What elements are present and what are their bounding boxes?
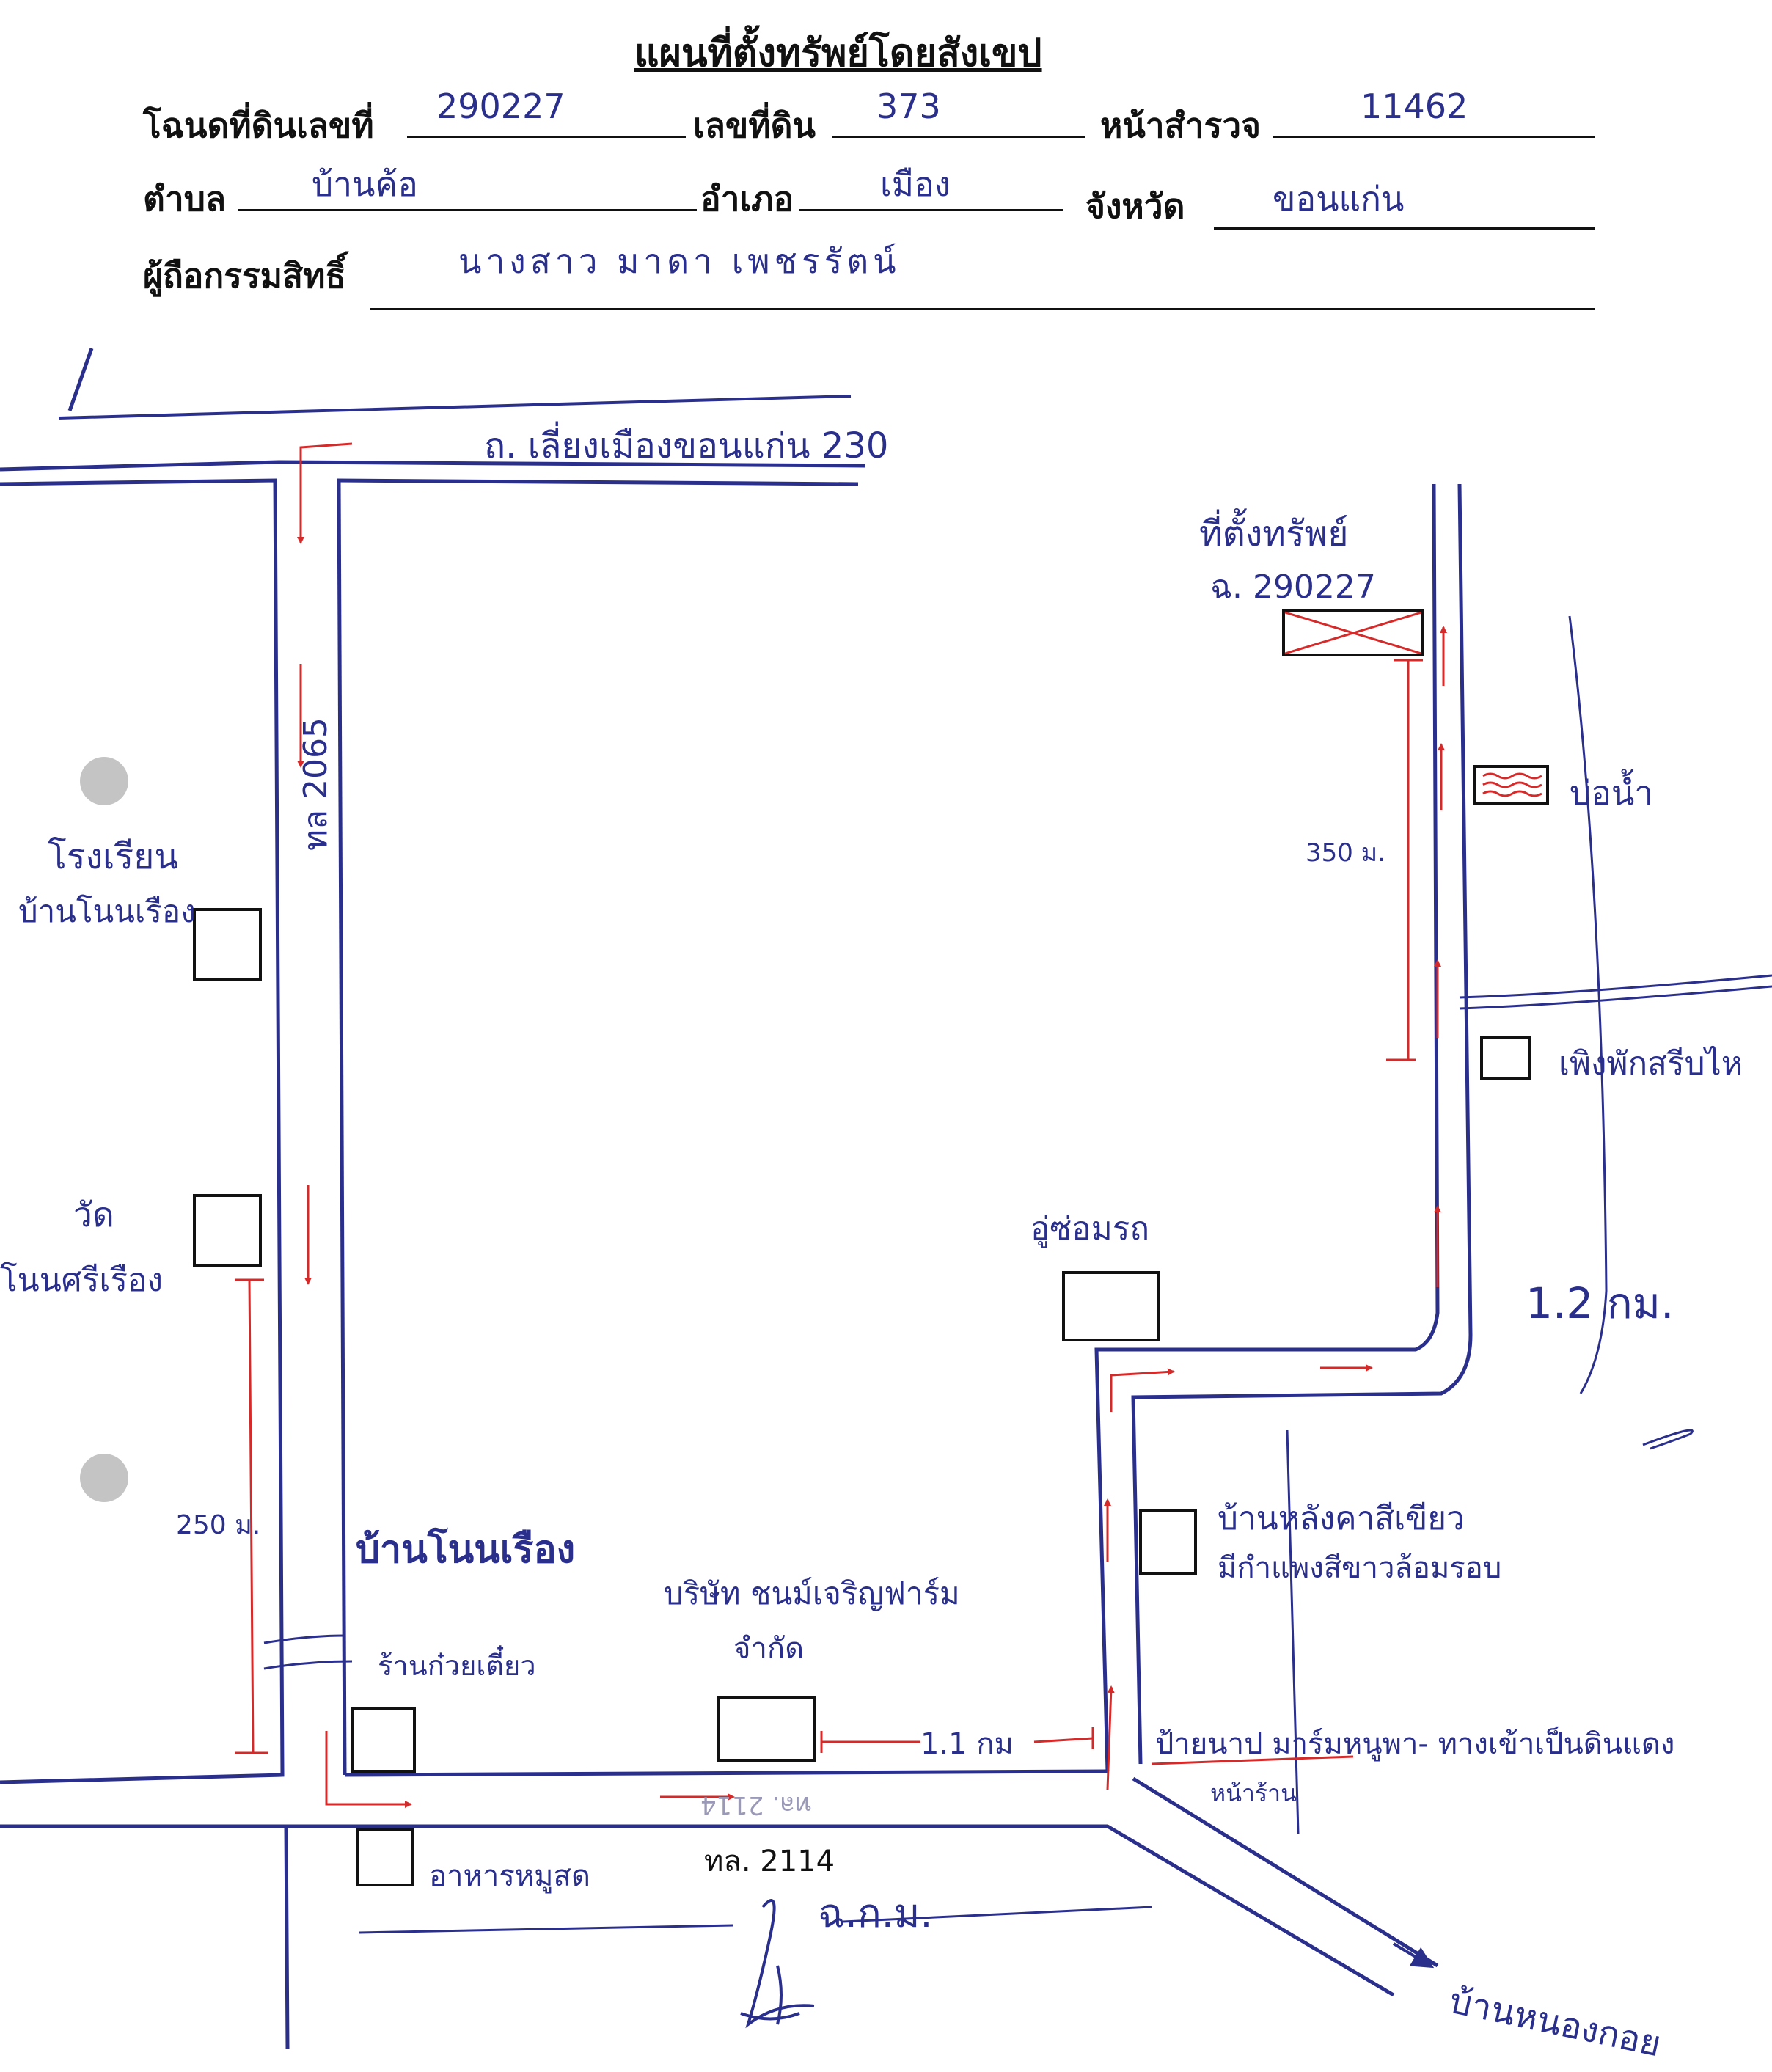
sign-label: ป้ายนาป มาร์มหนูพา- ทางเข้าเป็นดินแดง <box>1155 1727 1675 1761</box>
distance-350-label: 350 ม. <box>1306 838 1385 868</box>
page-title: แผนที่ตั้งทรัพย์โดยสังเขป <box>634 31 1042 76</box>
house-label-line1: บ้านหลังคาสีเขียว <box>1218 1500 1465 1537</box>
shed-building <box>1480 1036 1531 1080</box>
company-building <box>717 1696 816 1762</box>
pond-label: บ่อน้ำ <box>1570 773 1654 813</box>
owner-value: นางสาว มาดา เพชรรัตน์ <box>458 241 901 281</box>
school-label-line1: โรงเรียน <box>48 836 179 877</box>
province-rule <box>1214 227 1595 230</box>
direction-arrow <box>1392 1942 1435 1969</box>
province-label: จังหวัด <box>1085 186 1185 226</box>
noodle-shop-label: ร้านก๋วยเตี๋ยว <box>378 1650 536 1682</box>
company-label-line2: จำกัด <box>733 1632 805 1666</box>
distance-1-2-label: 1.2 กม. <box>1526 1278 1674 1328</box>
amphoe-rule <box>799 209 1063 211</box>
company-label-line1: บริษัท ชนม์เจริญฟาร์ม <box>664 1575 960 1611</box>
sketch-lines <box>263 615 1772 1934</box>
property-deed-label: ฉ. 290227 <box>1210 568 1376 606</box>
scribble-bottom-label: ฉ.ก.ม. <box>818 1890 933 1936</box>
temple-label-line1: วัด <box>73 1195 114 1234</box>
food-shop-building <box>356 1828 414 1886</box>
survey-label: หน้าสำรวจ <box>1100 106 1261 145</box>
owner-rule <box>370 308 1595 310</box>
buildings <box>193 765 1549 1886</box>
road-top-label: ถ. เลี่ยงเมืองขอนแก่น 230 <box>484 425 889 466</box>
house-building <box>1139 1509 1197 1575</box>
binder-holes <box>80 757 128 1502</box>
food-shop-label: อาหารหมูสด <box>429 1859 590 1893</box>
land-no-label: เลขที่ดิน <box>693 106 816 145</box>
school-label-line2: บ้านโนนเรือง <box>18 893 196 929</box>
tambon-value: บ้านค้อ <box>312 164 418 204</box>
school-building <box>193 908 262 981</box>
road-network <box>0 348 1473 2049</box>
land-no-value: 373 <box>876 87 941 126</box>
pond-icon <box>1482 772 1542 797</box>
temple-building <box>193 1194 262 1267</box>
road-bottom-faint-label: ทล. 2114 <box>700 1790 812 1820</box>
distance-1-1-label: 1.1 กม <box>920 1727 1014 1761</box>
route-arrows <box>235 442 1447 1808</box>
signature-scribble <box>740 1898 815 2029</box>
distance-250-label: 250 ม. <box>176 1510 261 1540</box>
shed-label: เพิงพักสรีบไห <box>1559 1045 1743 1083</box>
road-left-label: ทล 2065 <box>297 717 334 851</box>
property-label: ที่ตั้งทรัพย์ <box>1199 513 1349 554</box>
garage-building <box>1062 1271 1160 1341</box>
deed-label: โฉนดที่ดินเลขที่ <box>143 106 374 145</box>
house-label-line2: มีกำแพงสีขาวล้อมรอบ <box>1218 1551 1502 1585</box>
road-bottom-label: ทล. 2114 <box>704 1845 835 1878</box>
land-no-rule <box>832 136 1085 138</box>
amphoe-label: อำเภอ <box>700 179 794 219</box>
pond-box <box>1473 765 1549 805</box>
deed-rule <box>407 136 686 138</box>
noodle-shop-building <box>351 1707 416 1773</box>
survey-rule <box>1273 136 1595 138</box>
survey-value: 11462 <box>1361 87 1468 126</box>
owner-label: ผู้ถือกรรมสิทธิ์ <box>143 256 346 296</box>
village-left-label: บ้านโนนเรือง <box>356 1528 576 1572</box>
amphoe-value: เมือง <box>880 164 951 204</box>
tambon-label: ตำบล <box>143 179 227 219</box>
property-marker <box>1282 609 1424 656</box>
province-value: ขอนแก่น <box>1273 179 1405 219</box>
garage-label: อู่ซ่อมรถ <box>1030 1210 1149 1248</box>
deed-value: 290227 <box>436 87 565 126</box>
tambon-rule <box>238 209 697 211</box>
sign-sublabel: หน้าร้าน <box>1210 1779 1297 1807</box>
temple-label-line2: โนนศรีเรือง <box>0 1262 163 1299</box>
